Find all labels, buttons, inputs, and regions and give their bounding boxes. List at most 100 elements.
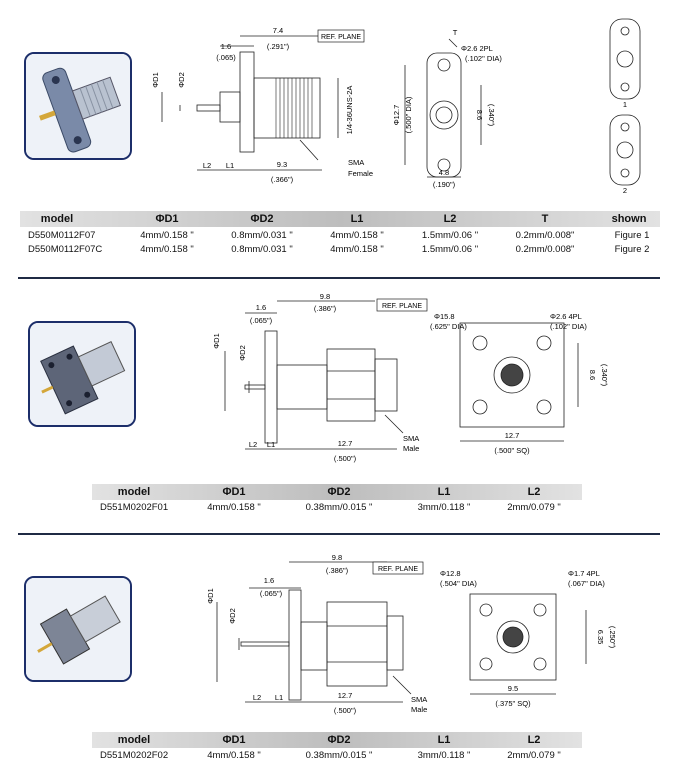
dim-500: (.500") (334, 454, 357, 463)
cell-model: D551M0202F01 (100, 502, 169, 513)
cell-model: D550M0112F07 (28, 230, 96, 241)
ref-plane-box (372, 561, 424, 575)
col-model: model (40, 213, 74, 225)
section-divider (18, 277, 660, 279)
dim-250: (.250") (608, 626, 617, 649)
product-photo-f02 (24, 576, 132, 682)
cell-d2: 0.8mm/0.031 " (231, 230, 293, 241)
dim-366: (.366") (271, 175, 294, 184)
sq-12-7: 12.7 (505, 431, 520, 440)
dim-6-35: 6.35 (596, 630, 605, 645)
cell-l1: 4mm/0.158 " (330, 230, 384, 241)
hole-spec: Φ2.6 2PL (461, 44, 493, 53)
dim-340: (.340") (600, 364, 609, 387)
section-d550-female: REF. PLANE 7.4 (.291") 1.6 (.065) ΦD1 ΦD… (0, 0, 675, 265)
dim-065: (.065) (216, 53, 236, 62)
ref-plane-box (317, 29, 365, 43)
sma-label: SMA (348, 158, 364, 167)
dim-12-7: 12.7 (338, 691, 353, 700)
t-label: T (453, 28, 458, 37)
cell-shown: Figure 2 (614, 244, 650, 255)
dim-9-8: 9.8 (320, 292, 330, 301)
side-view-drawing-f07: REF. PLANE 7.4 (.291") 1.6 (.065) ΦD1 ΦD… (151, 26, 373, 184)
thread-label: 1/4-36UNS-2A (345, 86, 354, 135)
dia-625: (.625" DIA) (430, 322, 467, 331)
dim-9-3: 9.3 (277, 160, 287, 169)
col-l2: L2 (527, 486, 541, 498)
cell-l2: 1.5mm/0.06 " (421, 230, 479, 241)
col-l1: L1 (437, 486, 451, 498)
phi-d1-label: ΦD1 (212, 333, 221, 349)
hole-spec: Φ2.6 4PL (550, 313, 582, 321)
dim-8-6: 8.6 (588, 370, 597, 380)
sq-9-5: 9.5 (508, 684, 518, 693)
section-divider (18, 533, 660, 535)
dia-500: (.500" DIA) (404, 96, 413, 133)
col-d2: ΦD2 (327, 734, 351, 746)
cell-d1: 4mm/0.158 " (140, 230, 194, 241)
l2-label: L2 (253, 693, 261, 702)
dim-065: (.065") (260, 589, 283, 598)
figure-1-label: 1 (623, 100, 627, 109)
sq-500: (.500" SQ) (494, 446, 530, 455)
dim-8-6: 8.6 (475, 110, 484, 120)
spec-table-header: model ΦD1 ΦD2 L1 L2 (92, 484, 582, 500)
cell-l1: 3mm/0.118 " (417, 750, 471, 761)
connector-photo-image (26, 54, 130, 158)
l2-label: L2 (203, 161, 211, 170)
dia-12-8: Φ12.8 (440, 570, 461, 578)
table-row: D551M0202F02 4mm/0.158 " 0.38mm/0.015 " … (92, 749, 582, 762)
dim-7-4: 7.4 (273, 26, 283, 35)
sma-gender-label: Male (403, 444, 419, 453)
col-d2: ΦD2 (250, 213, 274, 225)
section-d551-male-f02: REF. PLANE 9.8 (.386") 1.6 (.065") ΦD1 Φ… (0, 540, 675, 772)
phi-d2-label: ΦD2 (177, 72, 186, 88)
phi-d2-label: ΦD2 (228, 608, 237, 624)
col-d1: ΦD1 (222, 734, 246, 746)
cell-shown: Figure 1 (614, 230, 650, 241)
section-d551-male-f01: REF. PLANE 9.8 (.386") 1.6 (.065") ΦD1 Φ… (0, 283, 675, 513)
spec-table-header: model ΦD1 ΦD2 L1 L2 T shown (20, 211, 660, 227)
dim-1-6: 1.6 (264, 576, 274, 585)
l2-label: L2 (249, 440, 257, 449)
col-d2: ΦD2 (327, 486, 351, 498)
side-view-drawing-f01: REF. PLANE 9.8 (.386") 1.6 (.065") ΦD1 Φ… (212, 292, 428, 463)
sma-gender-label: Male (411, 705, 427, 714)
phi-d2-label: ΦD2 (238, 345, 247, 361)
l1-label: L1 (267, 440, 275, 449)
connector-photo-image (26, 578, 130, 680)
dim-1-6: 1.6 (221, 42, 231, 51)
cell-l1: 3mm/0.118 " (417, 502, 471, 513)
col-model: model (117, 486, 151, 498)
l1-label: L1 (275, 693, 283, 702)
dim-340: (.340") (487, 104, 496, 127)
cell-d1: 4mm/0.158 " (207, 750, 261, 761)
dia-504: (.504" DIA) (440, 579, 477, 588)
hole-dia: (.102" DIA) (465, 54, 502, 63)
figure-variants: 1 2 (609, 18, 641, 195)
dim-500: (.500") (334, 706, 357, 715)
cell-model: D550M0112F07C (28, 244, 103, 255)
ref-plane-box (376, 298, 428, 312)
front-view-drawing-f02: Φ12.8 (.504" DIA) Φ1.7 4PL (.067" DIA) 6… (440, 570, 617, 708)
hole-dia: (.102" DIA) (550, 322, 587, 331)
cell-l2: 2mm/0.079 " (507, 502, 561, 513)
cell-l1: 4mm/0.158 " (330, 244, 384, 255)
col-d1: ΦD1 (222, 486, 246, 498)
sma-gender-label: Female (348, 169, 373, 178)
col-model: model (117, 734, 151, 746)
cell-d1: 4mm/0.158 " (140, 244, 194, 255)
dim-190: (.190") (433, 180, 456, 189)
phi-d1-label: ΦD1 (206, 588, 215, 604)
phi-d1-label: ΦD1 (151, 72, 160, 88)
cell-model: D551M0202F02 (100, 750, 169, 761)
dia-15-8: Φ15.8 (434, 313, 455, 321)
cell-l2: 2mm/0.079 " (507, 750, 561, 761)
dim-386: (.386") (314, 304, 337, 313)
table-row: D551M0202F01 4mm/0.158 " 0.38mm/0.015 " … (92, 501, 582, 514)
product-photo-f07 (24, 52, 132, 160)
dia-12-7: Φ12.7 (392, 105, 401, 126)
ref-plane-label: REF. PLANE (378, 566, 418, 573)
dim-4-8: 4.8 (439, 168, 449, 177)
dim-9-8: 9.8 (332, 553, 342, 562)
